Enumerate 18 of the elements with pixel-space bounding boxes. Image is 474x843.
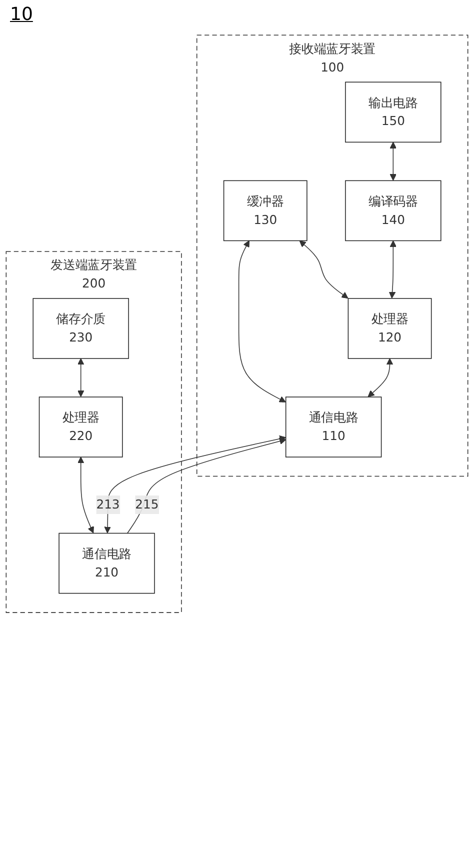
figure-number: 10 — [10, 4, 33, 25]
node-box: 通信电路 210 — [58, 532, 155, 594]
edge-label: 213 — [96, 497, 120, 512]
arrow — [299, 240, 348, 299]
edge-label: 215 — [135, 497, 159, 512]
arrow — [238, 240, 286, 402]
node-box: 处理器 120 — [348, 298, 432, 359]
node-box: 缓冲器 130 — [223, 180, 308, 242]
arrow — [390, 142, 397, 181]
arrow — [77, 358, 84, 397]
arrow — [388, 240, 397, 298]
node-box: 编译码器 140 — [345, 180, 442, 242]
node-box: 储存介质 230 — [32, 298, 129, 359]
node-box: 处理器 220 — [38, 396, 123, 458]
node-box: 输出电路 150 — [345, 82, 442, 143]
arrow — [368, 358, 394, 398]
arrow — [77, 456, 94, 534]
node-box: 通信电路 110 — [285, 396, 382, 458]
